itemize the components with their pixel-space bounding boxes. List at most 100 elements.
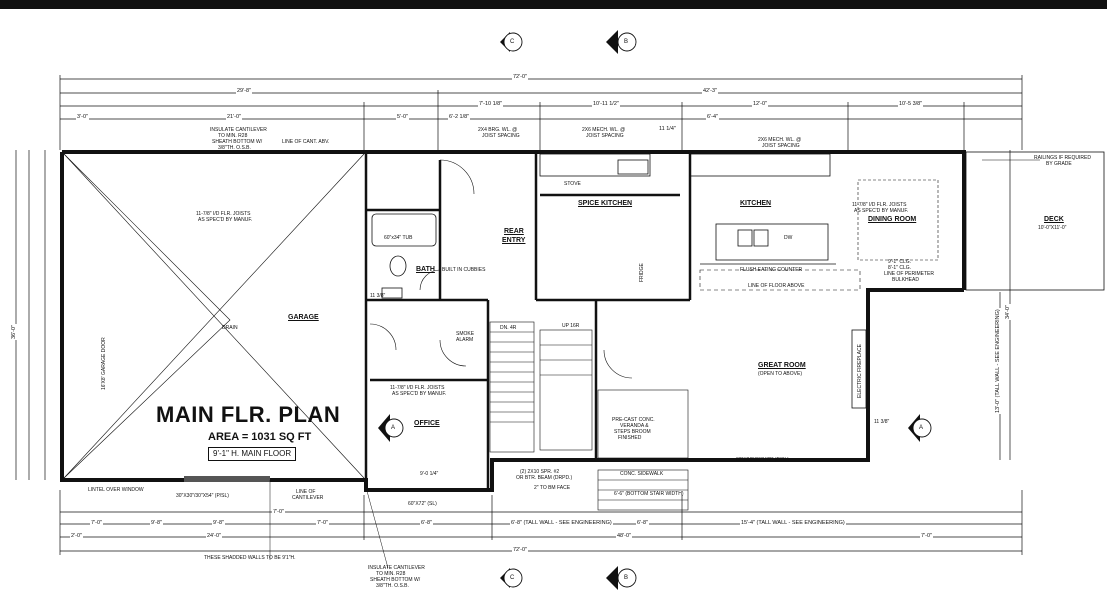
dim-bottom-tall-wall-2: 15'-4" (TALL WALL - SEE ENGINEERING) bbox=[740, 520, 846, 527]
note-window-right: 30"X80"/30"X72" (P/SL) bbox=[736, 457, 789, 463]
leader-lines bbox=[269, 159, 1040, 569]
note-insulate-top-4: 3/8"TH. O.S.B. bbox=[218, 145, 251, 151]
note-lintel: LINTEL OVER WINDOW bbox=[88, 487, 144, 493]
plan-title: MAIN FLR. PLAN bbox=[156, 402, 341, 427]
section-marker-c-top: C bbox=[510, 39, 515, 45]
electric-fireplace bbox=[851, 329, 867, 409]
kitchen-island bbox=[700, 223, 836, 265]
note-fridge: FRIDGE bbox=[639, 263, 645, 282]
dim-bottom-c7: 7'-0" bbox=[920, 533, 933, 540]
note-perimeter-2: BULKHEAD bbox=[892, 277, 919, 283]
room-bath: BATH bbox=[416, 266, 435, 273]
dim-top-4: 6'-2 1/8" bbox=[448, 114, 471, 121]
note-insulate-top-1: INSULATE CANTILEVER bbox=[210, 127, 267, 133]
note-as-spec-office: AS SPEC'D BY MANUF. bbox=[392, 391, 447, 397]
room-dining: DINING ROOM bbox=[868, 216, 917, 223]
dim-bottom-c4: 7'-0" bbox=[316, 520, 329, 527]
dim-top-8: 10'-5 3/8" bbox=[898, 101, 924, 108]
note-shaded-walls: THESE SHADDED WALLS TO BE 9'1"H. bbox=[204, 555, 296, 561]
note-joist-spacing-1: JOIST SPACING bbox=[482, 133, 520, 139]
note-clg-2: 8'-1" CLG. bbox=[888, 265, 912, 271]
note-insulate-top-3: SHEATH BOTTOM W/ bbox=[212, 139, 263, 145]
dim-bottom-c1: 7'-0" bbox=[90, 520, 103, 527]
note-floor-joists-garage: 11-7/8" I/D FLR. JOISTS bbox=[196, 211, 251, 217]
side-dimension-lines bbox=[15, 150, 1011, 480]
plan-area: AREA = 1031 SQ FT bbox=[208, 431, 312, 443]
dim-right-tall: 13'-0" (TALL WALL - SEE ENGINEERING) bbox=[995, 308, 1002, 414]
note-mech-wall-2: 2X6 MECH. WL. @ bbox=[758, 137, 802, 143]
room-great-room: GREAT ROOM bbox=[758, 362, 806, 369]
dim-right-overall: 34'-0" bbox=[1005, 303, 1012, 320]
note-insulate-top-2: TO MIN. R28 bbox=[218, 133, 248, 139]
dim-bottom-c5: 6'-8" bbox=[420, 520, 433, 527]
note-floor-joists-dining: 11-7/8" I/D FLR. JOISTS bbox=[852, 202, 907, 208]
dim-bottom-c8: 7'-0" bbox=[272, 509, 285, 516]
note-garage-door: 16'X8' GARAGE DOOR bbox=[101, 337, 107, 390]
note-flush-counter: FLUSH EATING COUNTER bbox=[740, 267, 803, 273]
dining-table bbox=[857, 179, 939, 261]
dim-overall-bottom: 72'-0" bbox=[512, 547, 529, 554]
dim-bottom-c9: 2'-0" bbox=[70, 533, 83, 540]
note-to-bm-face: 2" TO BM FACE bbox=[534, 485, 571, 491]
perimeter-bulkhead bbox=[699, 269, 861, 291]
note-bottom-stair: 6'-6" (BOTTOM STAIR WIDTH) bbox=[614, 491, 684, 497]
note-line-cant-2: CANTILEVER bbox=[292, 495, 324, 501]
note-insulate-bottom-4: 3/8"TH. O.S.B. bbox=[376, 583, 409, 589]
section-circles bbox=[384, 32, 932, 588]
dim-top-9: 6'-4" bbox=[706, 114, 719, 121]
note-clg-1: 9'-1" CLG. bbox=[888, 259, 912, 265]
sheet-top-border bbox=[0, 0, 1107, 9]
room-kitchen: KITCHEN bbox=[740, 200, 772, 207]
note-floor-joists-office: 11-7/8" I/D FLR. JOISTS bbox=[390, 385, 445, 391]
note-precast-1: PRE-CAST CONC. bbox=[612, 417, 655, 423]
note-precast-3: STEPS BROOM bbox=[614, 429, 651, 435]
note-insulate-bottom-3: SHEATH BOTTOM W/ bbox=[370, 577, 421, 583]
dim-top-10: 11 1/4" bbox=[658, 126, 677, 133]
dim-top-7: 12'-0" bbox=[752, 101, 769, 108]
note-dn: DN. 4R bbox=[500, 325, 517, 331]
stairs bbox=[489, 321, 593, 453]
note-joist-spacing-2: JOIST SPACING bbox=[586, 133, 624, 139]
dim-bottom-c3: 9'-8" bbox=[212, 520, 225, 527]
note-conc-sidewalk: CONC. SIDEWALK bbox=[620, 471, 664, 477]
room-great-room-sub: (OPEN TO ABOVE) bbox=[758, 371, 802, 377]
main-floor-height: 9'-1" H. MAIN FLOOR bbox=[208, 447, 297, 461]
room-deck: DECK bbox=[1044, 216, 1064, 223]
note-joist-spacing-3: JOIST SPACING bbox=[762, 143, 800, 149]
note-line-floor-above: LINE OF FLOOR ABOVE bbox=[748, 283, 805, 289]
section-marker-b-bottom: B bbox=[624, 575, 629, 581]
note-insulate-bottom-2: TO MIN. R28 bbox=[376, 571, 406, 577]
room-office: OFFICE bbox=[414, 420, 440, 427]
note-as-spec-garage: AS SPEC'D BY MANUF. bbox=[198, 217, 253, 223]
note-drain: DRAIN bbox=[222, 325, 238, 331]
deck-outline bbox=[965, 151, 1105, 291]
note-built-in: BUILT IN CUBBIES bbox=[442, 267, 486, 273]
note-window-garage: 30"X30"/30"X54" (P/SL) bbox=[176, 493, 229, 499]
dim-bottom-tall-wall-1: 6'-8" (TALL WALL - SEE ENGINEERING) bbox=[510, 520, 613, 527]
garage-slab-lines bbox=[63, 153, 365, 479]
interior-walls bbox=[364, 152, 692, 490]
room-deck-size: 10'-0"X11'-0" bbox=[1038, 225, 1067, 231]
note-precast-2: VERANDA & bbox=[620, 423, 649, 429]
note-smoke-2: ALARM bbox=[456, 337, 474, 343]
note-line-of-cant: LINE OF CANT. ABV. bbox=[282, 139, 330, 145]
note-railing-1: RAILINGS IF REQUIRED bbox=[1034, 155, 1091, 161]
note-beam-1: (2) 2X10 SPR. #2 bbox=[520, 469, 560, 475]
bath-fixtures bbox=[371, 213, 437, 299]
note-tub: 60"x34" TUB bbox=[384, 235, 413, 241]
dim-bottom-c2: 9'-8" bbox=[150, 520, 163, 527]
dim-bottom-b2: 48'-0" bbox=[616, 533, 633, 540]
section-marker-c-bottom: C bbox=[510, 575, 515, 581]
note-stove: STOVE bbox=[564, 181, 581, 187]
note-insulate-bottom-1: INSULATE CANTILEVER bbox=[368, 565, 425, 571]
note-line-cant-1: LINE OF bbox=[296, 489, 316, 495]
note-as-spec-dining: AS SPEC'D BY MANUF. bbox=[854, 208, 909, 214]
door-swings bbox=[369, 159, 633, 379]
section-marker-a-right: A bbox=[919, 425, 924, 431]
dim-top-6: 10'-11 1/2" bbox=[592, 101, 620, 108]
dim-top-3: 5'-0" bbox=[396, 114, 409, 121]
room-spice-kitchen: SPICE KITCHEN bbox=[578, 200, 633, 207]
room-rear-entry-1: REAR bbox=[504, 228, 524, 235]
dim-left-overall: 36'-0" bbox=[11, 323, 18, 340]
section-marker-b-top: B bbox=[624, 39, 629, 45]
